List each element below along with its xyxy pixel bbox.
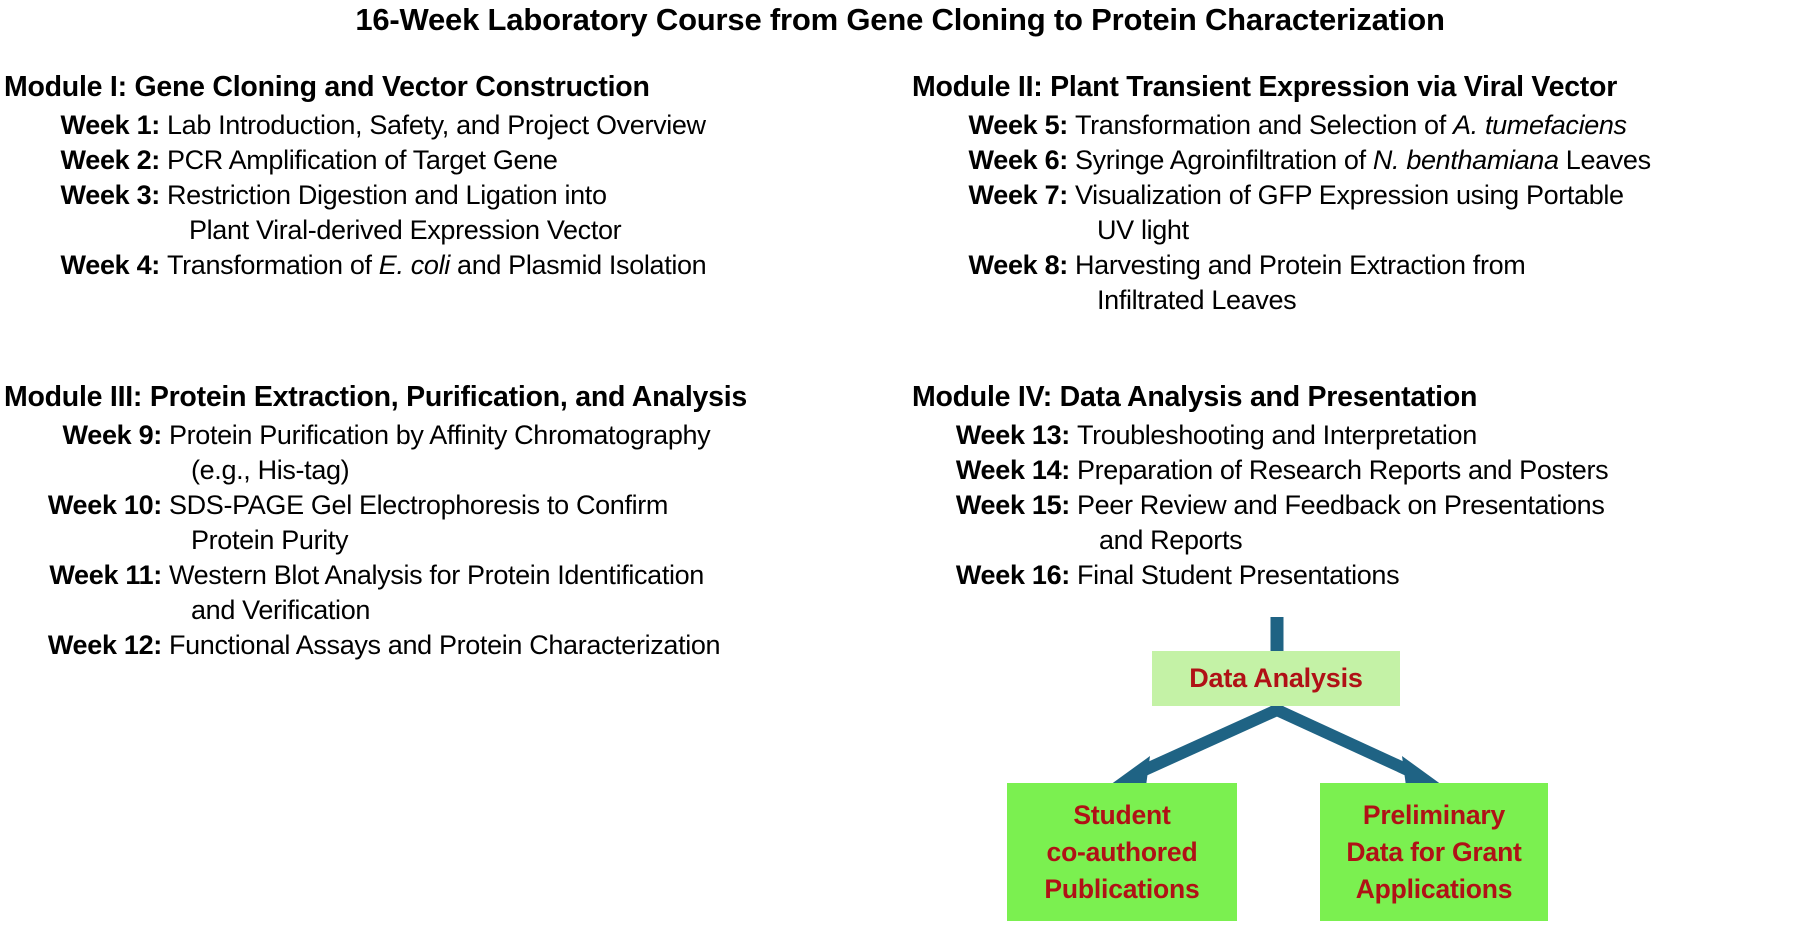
week-label: Week 5:: [968, 110, 1069, 140]
week-label: Week 13:: [955, 420, 1070, 450]
week-text-continuation: and Verification: [191, 595, 371, 625]
week-text-continuation: Protein Purity: [191, 525, 349, 555]
week-text: Syringe Agroinfiltration of N. benthamia…: [1075, 145, 1651, 175]
species-name: benthamiana: [1406, 145, 1559, 175]
week-text: PCR Amplification of Target Gene: [167, 145, 558, 175]
flow-node-text: Student co-authored Publications: [1044, 797, 1199, 908]
week-item: Week 3: Restriction Digestion and Ligati…: [4, 178, 904, 248]
week-item: Week 1: Lab Introduction, Safety, and Pr…: [4, 108, 904, 143]
week-item: Week 2: PCR Amplification of Target Gene: [4, 143, 904, 178]
week-label: Week 15:: [955, 490, 1070, 520]
week-item: Week 10: SDS-PAGE Gel Electrophoresis to…: [4, 488, 904, 558]
module-1-title: Module I: Gene Cloning and Vector Constr…: [4, 71, 650, 103]
week-text: Functional Assays and Protein Characteri…: [169, 630, 721, 660]
week-label: Week 7:: [968, 180, 1069, 210]
week-text: Western Blot Analysis for Protein Identi…: [162, 558, 904, 628]
week-item: Week 6: Syringe Agroinfiltration of N. b…: [912, 143, 1800, 178]
flow-node-line-3: Publications: [1044, 873, 1200, 904]
module-2-title: Module II: Plant Transient Expression vi…: [912, 71, 1618, 103]
module-1-week-list: Week 1: Lab Introduction, Safety, and Pr…: [4, 108, 904, 283]
week-text: Restriction Digestion and Ligation into …: [160, 178, 904, 248]
week-item: Week 9: Protein Purification by Affinity…: [4, 418, 904, 488]
week-label: Week 1:: [60, 110, 161, 140]
week-label: Week 9:: [62, 420, 163, 450]
week-item: Week 14: Preparation of Research Reports…: [912, 453, 1800, 488]
week-text: Transformation of E. coli and Plasmid Is…: [167, 250, 707, 280]
week-text: Visualization of GFP Expression using Po…: [1068, 178, 1800, 248]
week-label: Week 3:: [60, 180, 161, 210]
flow-node-text: Preliminary Data for Grant Applications: [1346, 797, 1522, 908]
week-text: Preparation of Research Reports and Post…: [1077, 455, 1609, 485]
flow-node-student-publications[interactable]: Student co-authored Publications: [1007, 783, 1237, 921]
week-label: Week 2:: [60, 145, 161, 175]
week-item: Week 8: Harvesting and Protein Extractio…: [912, 248, 1800, 318]
module-3-block: Module III: Protein Extraction, Purifica…: [4, 378, 904, 663]
module-1-block: Module I: Gene Cloning and Vector Constr…: [4, 68, 904, 283]
module-3-title: Module III: Protein Extraction, Purifica…: [4, 381, 747, 413]
week-text: SDS-PAGE Gel Electrophoresis to Confirm …: [162, 488, 904, 558]
week-item: Week 7: Visualization of GFP Expression …: [912, 178, 1800, 248]
week-text-line: Peer Review and Feedback on Presentation…: [1077, 490, 1605, 520]
week-text-line: Restriction Digestion and Ligation into: [167, 180, 607, 210]
week-text-continuation: Plant Viral-derived Expression Vector: [189, 215, 622, 245]
week-text-continuation: (e.g., His-tag): [191, 455, 350, 485]
week-text-line: Western Blot Analysis for Protein Identi…: [169, 560, 704, 590]
week-text-line: SDS-PAGE Gel Electrophoresis to Confirm: [169, 490, 669, 520]
module-4-block: Module IV: Data Analysis and Presentatio…: [912, 378, 1800, 593]
species-genus: A.: [1453, 110, 1478, 140]
week-item: Week 16: Final Student Presentations: [912, 558, 1800, 593]
week-text: Protein Purification by Affinity Chromat…: [162, 418, 904, 488]
week-item: Week 4: Transformation of E. coli and Pl…: [4, 248, 904, 283]
week-item: Week 13: Troubleshooting and Interpretat…: [912, 418, 1800, 453]
week-item: Week 5: Transformation and Selection of …: [912, 108, 1800, 143]
species-name: E. coli: [378, 250, 450, 280]
week-label: Week 11:: [49, 560, 162, 590]
week-text-line: Visualization of GFP Expression using Po…: [1075, 180, 1624, 210]
week-label: Week 6:: [968, 145, 1069, 175]
flow-node-line-2: co-authored: [1046, 836, 1198, 867]
module-2-week-list: Week 5: Transformation and Selection of …: [912, 108, 1800, 318]
week-text-continuation: and Reports: [1099, 525, 1243, 555]
week-text-continuation: UV light: [1097, 215, 1189, 245]
week-item: Week 12: Functional Assays and Protein C…: [4, 628, 904, 663]
week-text: Harvesting and Protein Extraction from I…: [1068, 248, 1800, 318]
week-label: Week 4:: [60, 250, 161, 280]
week-label: Week 10:: [47, 490, 162, 520]
week-item: Week 11: Western Blot Analysis for Prote…: [4, 558, 904, 628]
week-label: Week 8:: [968, 250, 1069, 280]
outcomes-flowchart: Data Analysis Student co-authored Public…: [960, 600, 1580, 930]
week-text-line: Protein Purification by Affinity Chromat…: [169, 420, 711, 450]
arrow-line-left: [1137, 704, 1280, 778]
week-item: Week 15: Peer Review and Feedback on Pre…: [912, 488, 1800, 558]
flow-node-line-1: Preliminary: [1362, 799, 1506, 830]
week-text: Peer Review and Feedback on Presentation…: [1070, 488, 1800, 558]
species-genus: N.: [1372, 145, 1400, 175]
page-title: 16-Week Laboratory Course from Gene Clon…: [355, 2, 1445, 37]
flow-node-line-1: Student: [1073, 799, 1171, 830]
week-text: Transformation and Selection of A. tumef…: [1075, 110, 1627, 140]
week-label: Week 16:: [955, 560, 1070, 590]
week-text: Troubleshooting and Interpretation: [1077, 420, 1477, 450]
module-4-week-list: Week 13: Troubleshooting and Interpretat…: [912, 418, 1800, 593]
arrow-line-right: [1274, 704, 1415, 778]
flow-node-grant-data[interactable]: Preliminary Data for Grant Applications: [1320, 783, 1548, 921]
module-2-block: Module II: Plant Transient Expression vi…: [912, 68, 1800, 318]
species-name: tumefaciens: [1484, 110, 1627, 140]
week-label: Week 14:: [955, 455, 1070, 485]
module-3-week-list: Week 9: Protein Purification by Affinity…: [4, 418, 904, 663]
flow-node-line-3: Applications: [1355, 873, 1513, 904]
week-label: Week 12:: [47, 630, 162, 660]
module-4-title: Module IV: Data Analysis and Presentatio…: [912, 381, 1478, 413]
flow-node-line-2: Data for Grant: [1346, 836, 1522, 867]
week-text: Lab Introduction, Safety, and Project Ov…: [167, 110, 706, 140]
week-text-continuation: Infiltrated Leaves: [1097, 285, 1297, 315]
flow-node-data-analysis[interactable]: Data Analysis: [1152, 651, 1400, 706]
week-text: Final Student Presentations: [1077, 560, 1400, 590]
week-text-line: Harvesting and Protein Extraction from: [1075, 250, 1526, 280]
